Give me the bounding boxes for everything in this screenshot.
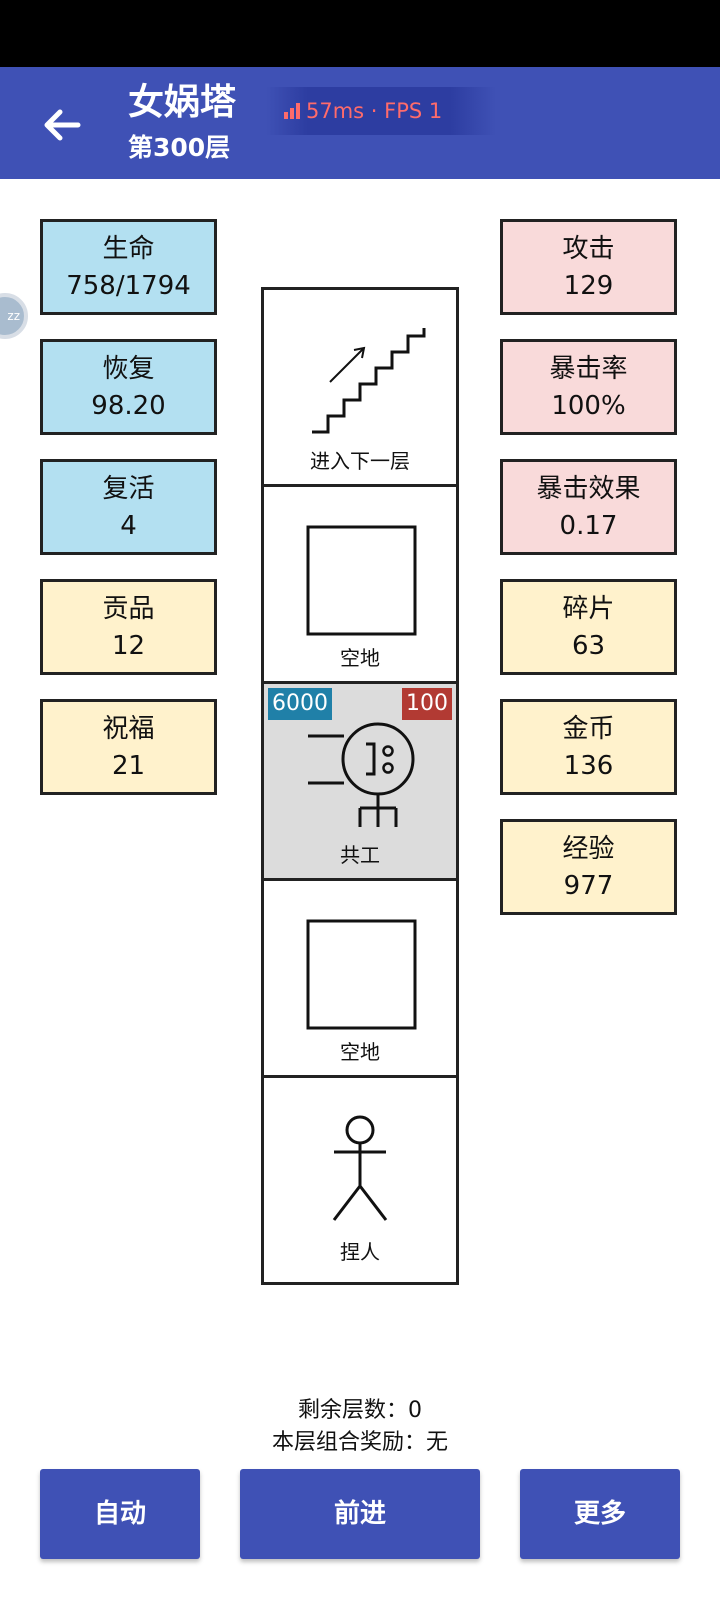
- stat-label: 贡品: [102, 594, 155, 624]
- stat-label: 金币: [562, 714, 615, 744]
- gonggong-enemy-icon: [308, 722, 415, 827]
- stat-label: 暴击效果: [536, 474, 641, 504]
- enemy-hp-badge: 6000: [268, 688, 332, 720]
- stat-label: 碎片: [562, 594, 615, 624]
- empty-square-icon: [306, 919, 417, 1030]
- stat-revive: 复活 4: [40, 459, 217, 555]
- stat-attack: 攻击 129: [500, 219, 677, 315]
- stick-figure-icon: [332, 1115, 388, 1221]
- stat-crit-effect: 暴击效果 0.17: [500, 459, 677, 555]
- remaining-floors-text: 剩余层数：0: [298, 1398, 422, 1423]
- stat-value: 129: [563, 271, 614, 301]
- cell-label: 进入下一层: [310, 449, 410, 473]
- forward-button[interactable]: 前进: [240, 1469, 480, 1559]
- cell-label: 空地: [340, 1040, 380, 1064]
- signal-bars-icon: [284, 103, 300, 119]
- perf-overlay: 57ms · FPS 1: [266, 87, 496, 135]
- stat-blessing: 祝福 21: [40, 699, 217, 795]
- page-title: 女娲塔: [128, 82, 237, 123]
- auto-button[interactable]: 自动: [40, 1469, 200, 1559]
- stat-exp: 经验 977: [500, 819, 677, 915]
- stat-value: 758/1794: [66, 271, 191, 301]
- stat-label: 祝福: [102, 714, 155, 744]
- status-bar: [0, 0, 720, 67]
- stat-value: 0.17: [559, 511, 618, 541]
- stat-value: 4: [120, 511, 137, 541]
- stat-gold: 金币 136: [500, 699, 677, 795]
- cell-enemy-gonggong[interactable]: 6000 100 共工: [264, 684, 456, 881]
- arrow-left-icon: [44, 109, 81, 141]
- stat-label: 生命: [102, 234, 155, 264]
- stat-value: 63: [571, 631, 606, 661]
- stat-regen: 恢复 98.20: [40, 339, 217, 435]
- stat-value: 21: [111, 751, 146, 781]
- floating-sleep-icon[interactable]: zz: [0, 293, 28, 339]
- more-button[interactable]: 更多: [520, 1469, 680, 1559]
- cell-create-character[interactable]: 捏人: [264, 1078, 456, 1275]
- cell-label: 空地: [340, 646, 380, 670]
- cell-label: 捏人: [340, 1240, 380, 1264]
- cell-next-floor[interactable]: 进入下一层: [264, 290, 456, 487]
- stat-label: 恢复: [102, 354, 155, 384]
- stat-label: 攻击: [562, 234, 615, 264]
- stat-crit-rate: 暴击率 100%: [500, 339, 677, 435]
- back-button[interactable]: [38, 101, 86, 149]
- stairs-up-icon: [312, 328, 426, 434]
- stat-value: 100%: [551, 391, 626, 421]
- stat-value: 136: [563, 751, 614, 781]
- stat-label: 复活: [102, 474, 155, 504]
- stat-value: 12: [111, 631, 146, 661]
- enemy-attack-badge: 100: [402, 688, 452, 720]
- perf-text: 57ms · FPS 1: [306, 99, 443, 123]
- stat-label: 暴击率: [549, 354, 628, 384]
- tower-grid: 进入下一层 空地 6000 100 共工 空地 捏人: [261, 287, 459, 1285]
- stat-fragments: 碎片 63: [500, 579, 677, 675]
- empty-square-icon: [306, 525, 417, 636]
- cell-label: 共工: [340, 843, 380, 867]
- cell-empty[interactable]: 空地: [264, 881, 456, 1078]
- floor-subtitle: 第300层: [128, 133, 231, 162]
- combo-reward-text: 本层组合奖励：无: [271, 1430, 448, 1455]
- stat-value: 98.20: [91, 391, 166, 421]
- stat-hp: 生命 758/1794: [40, 219, 217, 315]
- app-bar: 女娲塔 第300层 57ms · FPS 1: [0, 67, 720, 179]
- stat-value: 977: [563, 871, 614, 901]
- stat-tribute: 贡品 12: [40, 579, 217, 675]
- stat-label: 经验: [562, 834, 615, 864]
- cell-empty[interactable]: 空地: [264, 487, 456, 684]
